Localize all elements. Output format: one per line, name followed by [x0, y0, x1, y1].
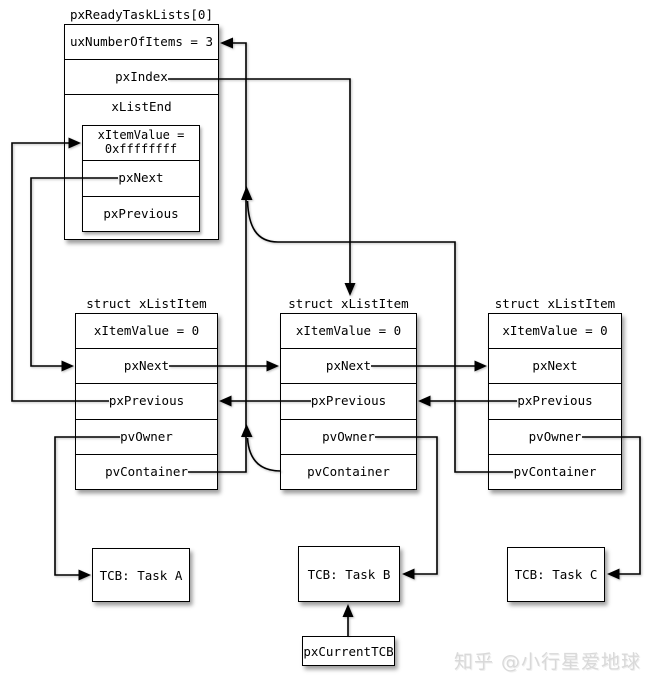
list-item-1-title: struct xListItem	[86, 296, 207, 311]
field-pvcontainer: pvContainer	[281, 453, 416, 489]
tcb-box-task-b: TCB: Task B	[298, 546, 400, 602]
list-item-2-title: struct xListItem	[288, 296, 409, 311]
field-uxnumberofitems: uxNumberOfItems = 3	[70, 33, 213, 49]
edge-currenttcb-to-tcb-b	[342, 604, 354, 636]
current-tcb-box: pxCurrentTCB	[302, 636, 395, 666]
field-pvowner: pvOwner	[281, 418, 416, 454]
field-pxprevious: pxPrevious	[489, 383, 621, 418]
list-item-box-1: xItemValue = 0 pxNext pxPrevious pvOwner…	[75, 313, 218, 490]
field-xitemvalue: xItemValue = 0	[93, 322, 200, 338]
watermark: 知乎 @小行星爱地球	[454, 651, 642, 673]
tcb-box-task-c: TCB: Task C	[507, 547, 605, 602]
field-xitemvalue: xItemValue = 0	[295, 322, 402, 338]
edge-pvcontainer2-to-list	[241, 424, 282, 472]
field-pvcontainer: pvContainer	[76, 453, 217, 489]
field-xitemvalue: xItemValue = 0	[502, 322, 608, 338]
list-item-box-3: xItemValue = 0 pxNext pxPrevious pvOwner…	[488, 313, 622, 490]
field-listend-pxnext: pxNext	[83, 160, 199, 195]
field-pxnext: pxNext	[489, 348, 621, 383]
field-pvcontainer: pvContainer	[489, 453, 621, 489]
list-item-3-title: struct xListItem	[494, 296, 616, 311]
tcb-box-task-a: TCB: Task A	[92, 548, 190, 602]
field-pxprevious: pxPrevious	[281, 383, 416, 418]
ready-list-title: pxReadyTaskLists[0]	[70, 7, 213, 22]
field-pxnext: pxNext	[281, 348, 416, 383]
field-listend-pxprevious: pxPrevious	[83, 195, 199, 231]
listend-section: xListEnd	[65, 94, 218, 239]
field-pxindex: pxIndex	[65, 59, 218, 94]
field-pvowner: pvOwner	[489, 418, 621, 454]
field-pxprevious: pxPrevious	[76, 383, 217, 418]
list-end-box: xItemValue = 0xffffffff pxNext pxPreviou…	[82, 125, 200, 232]
listend-label: xListEnd	[111, 99, 172, 114]
field-listend-xitemvalue: xItemValue = 0xffffffff	[97, 128, 185, 157]
field-pvowner: pvOwner	[76, 418, 217, 454]
field-pxnext: pxNext	[76, 348, 217, 383]
list-item-box-2: xItemValue = 0 pxNext pxPrevious pvOwner…	[280, 313, 417, 490]
